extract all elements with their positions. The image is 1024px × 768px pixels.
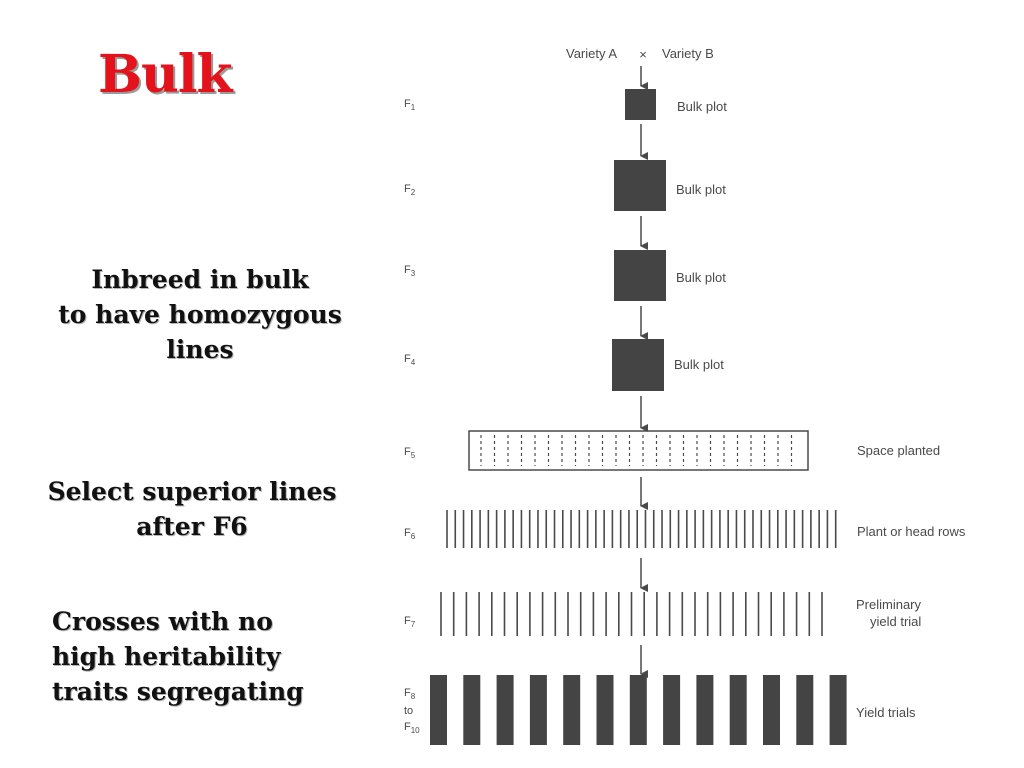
yield-plot	[663, 675, 681, 745]
note-line: to have homozygous	[58, 300, 342, 329]
stage-label-f4: Bulk plot	[674, 357, 724, 372]
note-line: lines	[166, 335, 234, 364]
generation-label-f4: F4	[404, 353, 416, 367]
preliminary-yield-trial-rows	[440, 592, 823, 636]
note-line: Select superior lines	[47, 477, 337, 506]
note-select: Select superior lines after F6	[22, 474, 362, 544]
yield-trial-plots	[430, 675, 847, 745]
generation-label-group: F1 F2 F3 F4 F5 F6 F7 F8 to F10	[404, 98, 420, 735]
yield-plot	[430, 675, 447, 745]
generation-label-f3: F3	[404, 264, 416, 278]
yield-plot	[529, 675, 547, 745]
yield-plot	[629, 675, 647, 745]
note-line: after F6	[136, 512, 248, 541]
yield-plot	[763, 675, 780, 745]
generation-label-f5: F5	[404, 446, 416, 460]
space-planted-plot	[468, 430, 809, 471]
stage-label-f1: Bulk plot	[677, 99, 727, 114]
generation-label-f2: F2	[404, 183, 416, 197]
yield-plot	[596, 675, 614, 745]
bulk-plot-f2	[614, 160, 666, 211]
plant-or-head-rows	[446, 510, 837, 548]
parent-b-label: Variety B	[662, 46, 714, 61]
note-line: traits segregating	[52, 677, 304, 706]
space-planted-rows	[480, 435, 793, 466]
stage-label-f6: Plant or head rows	[857, 524, 966, 539]
yield-plot	[463, 675, 481, 745]
bulk-plot-f4	[612, 339, 664, 391]
note-line: Crosses with no	[52, 607, 273, 636]
generation-label-f1: F1	[404, 98, 416, 112]
bulk-plot-f3	[614, 250, 666, 301]
bulk-plot-f1	[625, 89, 656, 120]
note-inbreed: Inbreed in bulk to have homozygous lines	[30, 262, 370, 367]
generation-label-f7: F7	[404, 615, 416, 629]
note-line: high heritability	[52, 642, 281, 671]
stage-label-f5: Space planted	[857, 443, 940, 458]
note-crosses: Crosses with no high heritability traits…	[52, 604, 372, 709]
yield-plot	[796, 675, 814, 745]
note-line: Inbreed in bulk	[91, 265, 309, 294]
slide-title: Bulk	[98, 44, 233, 105]
yield-plot	[829, 675, 847, 745]
yield-plot	[729, 675, 747, 745]
stage-label-f7-line2: yield trial	[870, 614, 921, 629]
yield-plot	[496, 675, 514, 745]
yield-plot	[563, 675, 581, 745]
stage-label-f7-line1: Preliminary	[856, 597, 922, 612]
stage-label-f8: Yield trials	[856, 705, 916, 720]
generation-label-f8: F8	[404, 687, 416, 701]
generation-label-to: to	[404, 705, 413, 717]
parent-a-label: Variety A	[566, 46, 617, 61]
generation-label-f6: F6	[404, 527, 416, 541]
yield-plot	[696, 675, 714, 745]
stage-label-f2: Bulk plot	[676, 182, 726, 197]
stage-label-f3: Bulk plot	[676, 270, 726, 285]
generation-label-f10: F10	[404, 721, 420, 735]
cross-symbol: ×	[639, 47, 647, 62]
